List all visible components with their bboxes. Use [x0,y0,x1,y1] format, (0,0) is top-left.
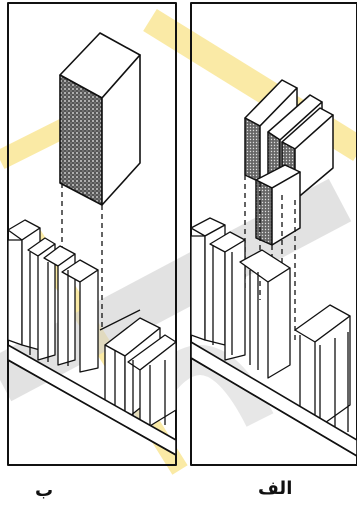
panel-label-alef: الف [258,480,292,498]
panel-b [8,3,176,465]
floating-block [60,33,140,205]
panel-label-b: ب [35,482,53,500]
